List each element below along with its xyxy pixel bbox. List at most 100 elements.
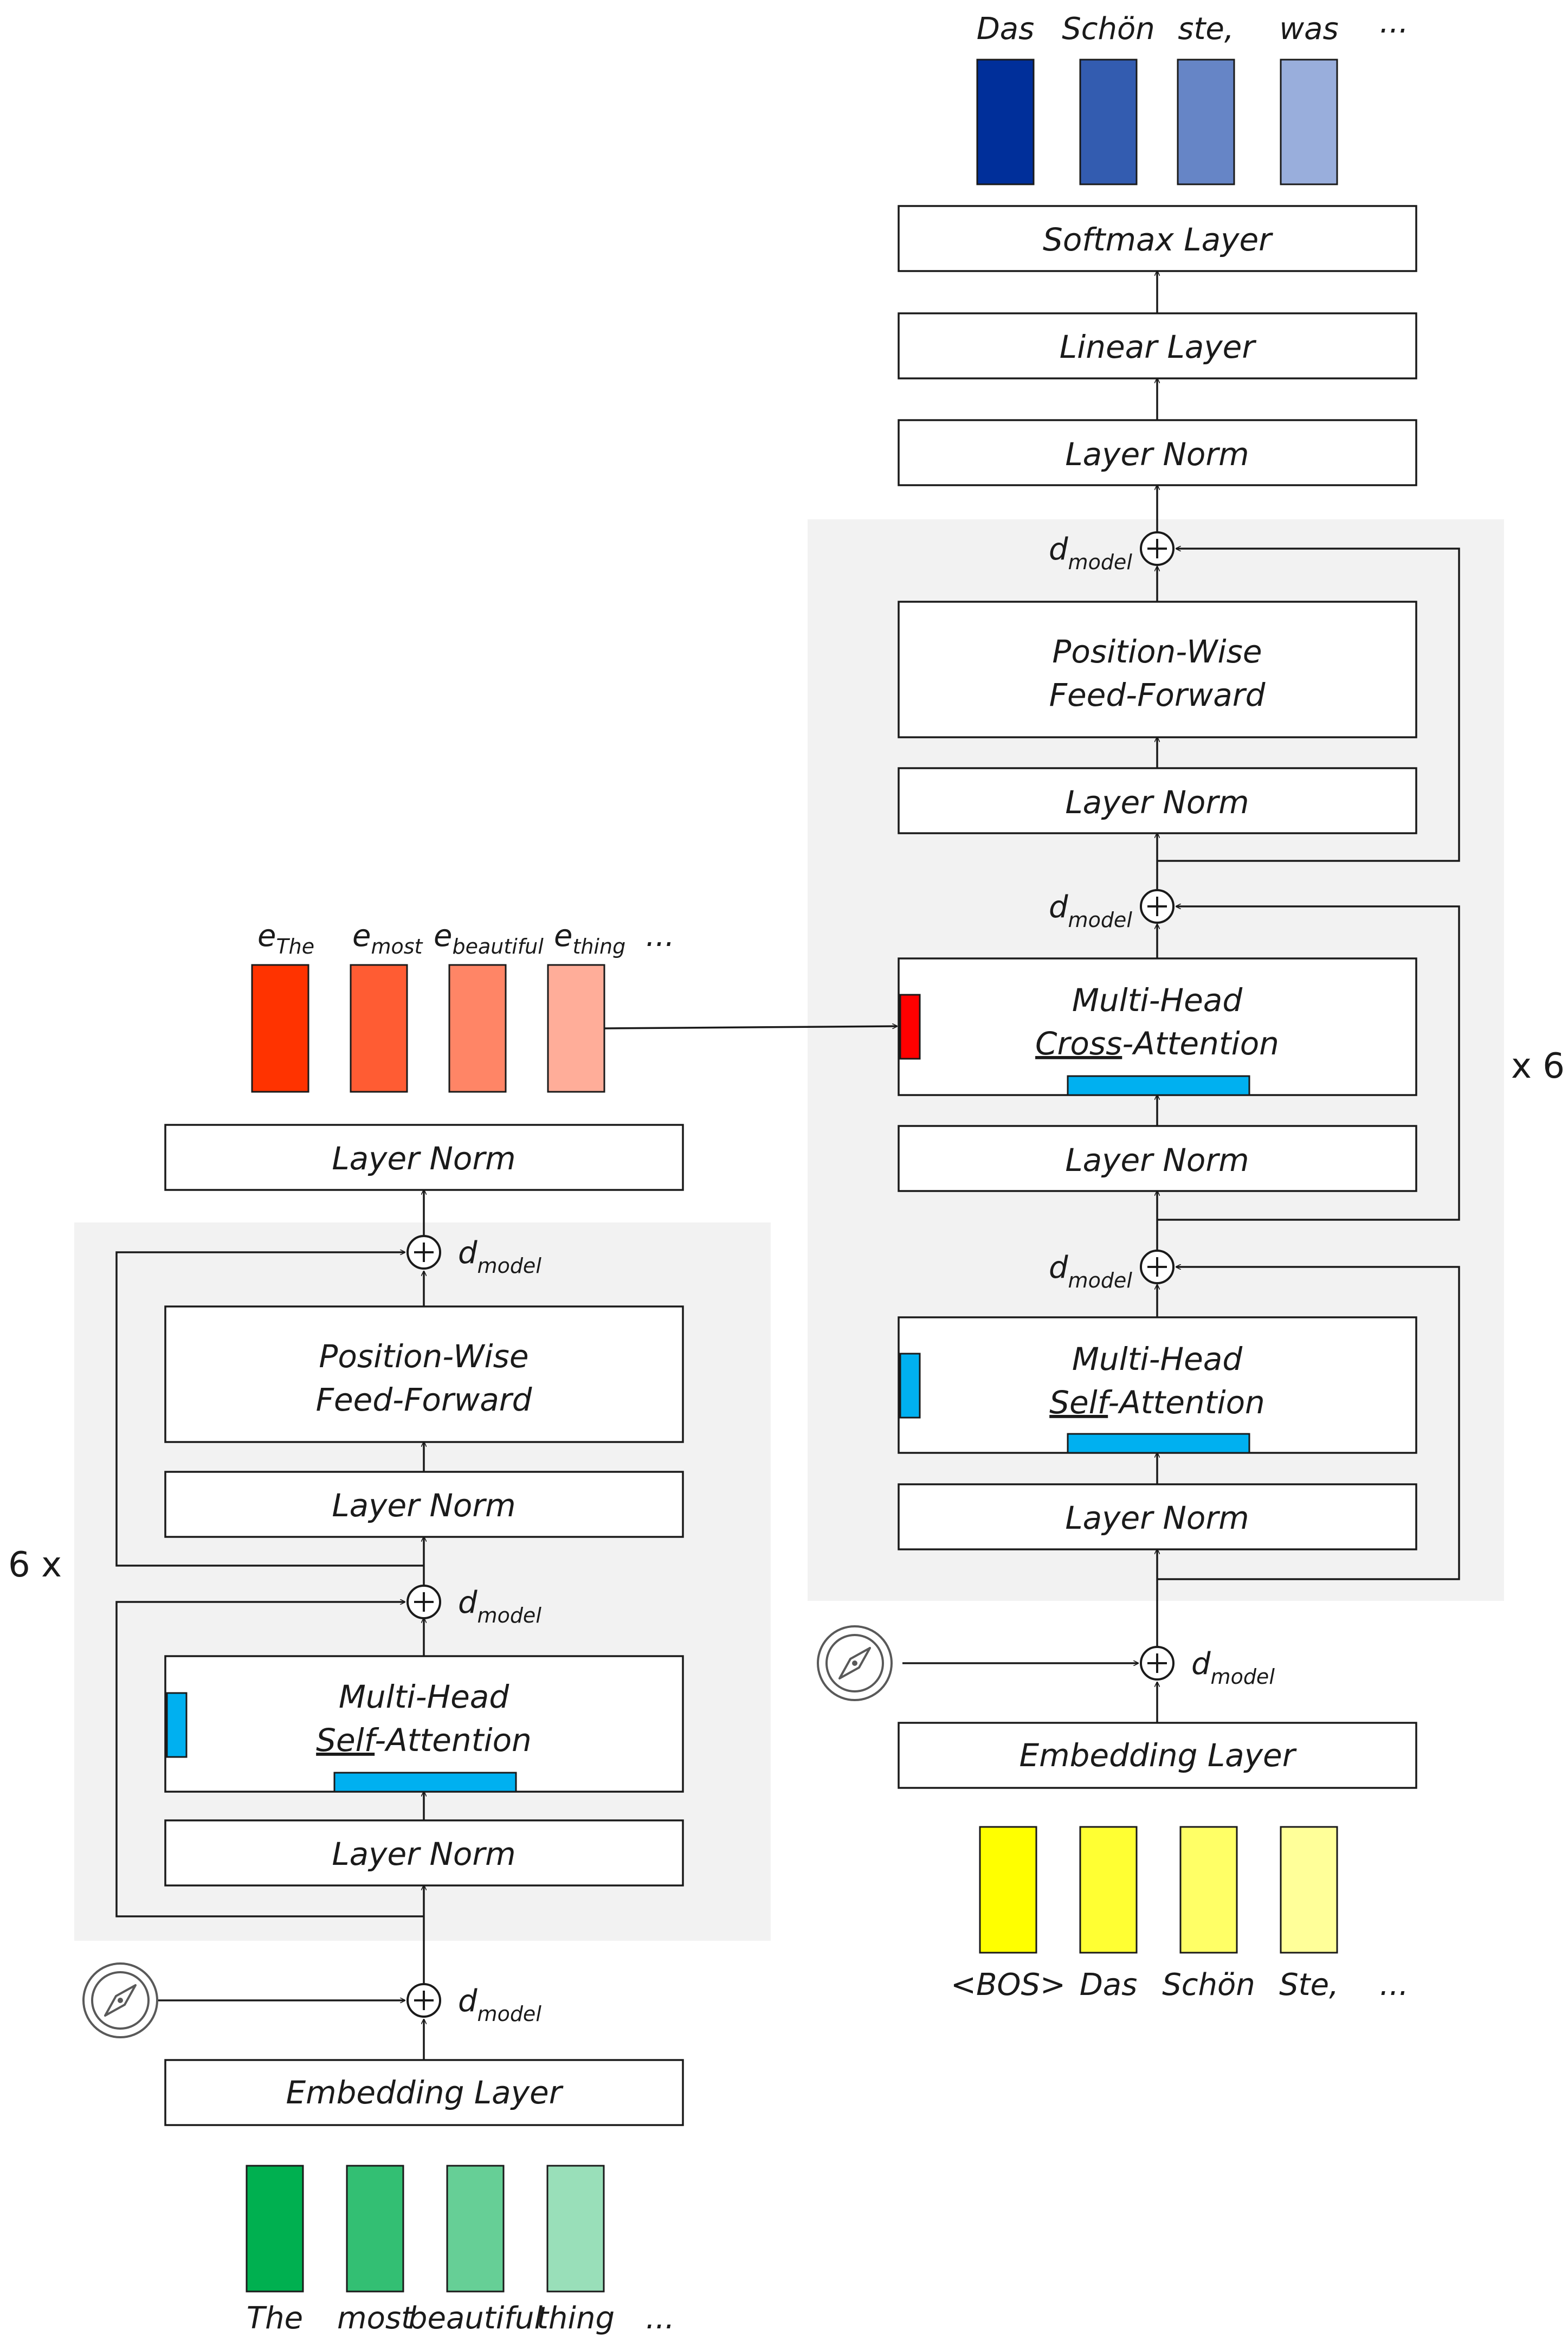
encoder-output-embedding-box-2 — [350, 964, 408, 1093]
decoder-input-token-box-1 — [979, 1826, 1037, 1954]
decoder-embedding-layer — [898, 1722, 1417, 1789]
decoder-residual-connection-3 — [1157, 549, 1460, 862]
decoder-cross-attention-block — [898, 957, 1417, 1096]
decoder-cross-attention-line1: Multi-Head — [1072, 982, 1243, 1019]
decoder-output-token-label-3: ste, — [1178, 11, 1234, 47]
decoder-output-token-box-1 — [976, 59, 1035, 185]
encoder-layer-norm-1-label: Layer Norm — [332, 1836, 515, 1872]
decoder-dmodel-label-residual-2: dmodel — [1049, 890, 1132, 932]
decoder-softmax-layer — [898, 205, 1417, 272]
decoder-linear-layer — [898, 312, 1417, 379]
decoder-embedding-layer-label: Embedding Layer — [1019, 1737, 1296, 1774]
encoder-output-embedding-label-4: ething — [554, 918, 625, 958]
encoder-input-token-label-3: beautiful — [408, 2301, 543, 2336]
decoder-layer-norm-1 — [898, 1483, 1417, 1550]
encoder-final-layer-norm — [164, 1124, 684, 1191]
encoder-dmodel-label-embedding: dmodel — [458, 1984, 541, 2026]
encoder-input-token-label-1: The — [247, 2301, 303, 2336]
encoder-input-token-box-1 — [246, 2165, 304, 2293]
encoder-residual-connection-2 — [115, 1252, 424, 1567]
encoder-embedding-layer — [164, 2059, 684, 2126]
decoder-self-attention-key-value-bar — [1067, 1433, 1250, 1454]
decoder-input-token-box-3 — [1179, 1826, 1238, 1954]
encoder-final-layer-norm-label: Layer Norm — [332, 1140, 515, 1177]
encoder-input-ellipsis: ... — [646, 2301, 674, 2336]
encoder-feed-forward-line1: Position-Wise — [319, 1338, 528, 1375]
decoder-cross-attention-memory-bar — [899, 994, 921, 1060]
encoder-output-embedding-label-1: eThe — [257, 918, 314, 958]
encoder-self-attention-key-value-bar — [333, 1772, 517, 1793]
decoder-input-token-label-4: Ste, — [1279, 1967, 1339, 2003]
decoder-input-token-box-4 — [1280, 1826, 1338, 1954]
encoder-input-token-label-4: thing — [537, 2301, 615, 2336]
encoder-layer-norm-2-label: Layer Norm — [332, 1487, 515, 1524]
encoder-residual-add-icon-2 — [406, 1235, 441, 1270]
decoder-input-token-box-2 — [1079, 1826, 1138, 1954]
encoder-residual-connection-1 — [115, 1602, 424, 1917]
decoder-dmodel-label-residual-3: dmodel — [1049, 532, 1132, 574]
decoder-layer-norm-1-label: Layer Norm — [1065, 1499, 1249, 1536]
decoder-self-attention-query-bar — [899, 1353, 921, 1419]
encoder-feed-forward-line2: Feed-Forward — [316, 1381, 533, 1418]
decoder-input-token-label-3: Schön — [1162, 1967, 1255, 2003]
decoder-output-token-label-2: Schön — [1062, 11, 1155, 47]
encoder-dmodel-label-residual-1: dmodel — [458, 1585, 541, 1627]
decoder-linear-layer-label: Linear Layer — [1060, 329, 1257, 365]
decoder-input-ellipsis: ... — [1379, 1967, 1408, 2003]
encoder-embedding-add-icon — [406, 1983, 441, 2018]
decoder-output-token-box-2 — [1079, 59, 1138, 185]
decoder-output-token-box-4 — [1280, 59, 1338, 185]
decoder-dmodel-label-embedding: dmodel — [1191, 1646, 1275, 1689]
decoder-feed-forward-line1: Position-Wise — [1052, 633, 1262, 670]
encoder-output-embedding-box-3 — [448, 964, 507, 1093]
decoder-cross-attention-key-value-bar — [1067, 1075, 1250, 1096]
decoder-output-token-box-3 — [1177, 59, 1235, 185]
decoder-final-layer-norm-label: Layer Norm — [1065, 436, 1249, 473]
encoder-input-token-box-3 — [446, 2165, 505, 2293]
decoder-residual-add-icon-3 — [1140, 531, 1175, 566]
encoder-output-embedding-label-3: ebeautiful — [434, 918, 544, 958]
encoder-self-attention-query-bar — [166, 1692, 188, 1758]
decoder-input-token-label-2: Das — [1080, 1967, 1138, 2003]
decoder-embedding-add-icon — [1140, 1646, 1175, 1681]
encoder-layer-norm-2 — [164, 1471, 684, 1538]
encoder-dmodel-label-residual-2: dmodel — [458, 1235, 541, 1278]
decoder-dmodel-label-residual-1: dmodel — [1049, 1250, 1132, 1292]
encoder-self-attention-line2: Self-Attention — [316, 1722, 532, 1759]
decoder-residual-add-icon-2 — [1140, 889, 1175, 924]
decoder-residual-connection-2 — [1157, 906, 1460, 1221]
encoder-feed-forward-block — [164, 1305, 684, 1443]
decoder-layer-norm-2-label: Layer Norm — [1065, 1142, 1249, 1179]
encoder-input-token-label-2: most — [337, 2301, 414, 2336]
decoder-residual-connection-1 — [1157, 1267, 1460, 1580]
encoder-input-token-box-2 — [346, 2165, 404, 2293]
decoder-output-token-label-4: was — [1279, 11, 1338, 47]
encoder-to-cross-attention-connection — [604, 1026, 897, 1029]
decoder-softmax-layer-label: Softmax Layer — [1043, 221, 1273, 258]
decoder-feed-forward-line2: Feed-Forward — [1049, 677, 1266, 713]
encoder-input-token-box-4 — [546, 2165, 605, 2293]
decoder-residual-add-icon-1 — [1140, 1250, 1175, 1284]
encoder-positional-encoding-compass-icon — [82, 1962, 158, 2038]
decoder-layer-norm-3 — [898, 767, 1417, 834]
decoder-output-ellipsis: ... — [1379, 5, 1408, 40]
decoder-input-token-label-1: <BOS> — [951, 1967, 1066, 2003]
decoder-self-attention-line2: Self-Attention — [1049, 1384, 1265, 1421]
decoder-output-token-label-1: Das — [977, 11, 1035, 47]
decoder-layer-norm-3-label: Layer Norm — [1065, 784, 1249, 821]
decoder-final-layer-norm — [898, 419, 1417, 486]
encoder-self-attention-block — [164, 1655, 684, 1793]
decoder-repeat-label: x 6 — [1511, 1046, 1565, 1086]
encoder-output-embedding-box-4 — [547, 964, 605, 1093]
encoder-output-embedding-label-2: emost — [352, 918, 424, 958]
encoder-layer-norm-1 — [164, 1819, 684, 1887]
encoder-embedding-layer-label: Embedding Layer — [286, 2074, 563, 2111]
decoder-positional-encoding-compass-icon — [817, 1625, 893, 1701]
encoder-residual-add-icon-1 — [406, 1585, 441, 1619]
encoder-self-attention-line1: Multi-Head — [339, 1678, 510, 1715]
decoder-self-attention-line1: Multi-Head — [1072, 1341, 1243, 1378]
decoder-cross-attention-line2: Cross-Attention — [1035, 1025, 1279, 1062]
encoder-output-embedding-box-1 — [251, 964, 309, 1093]
